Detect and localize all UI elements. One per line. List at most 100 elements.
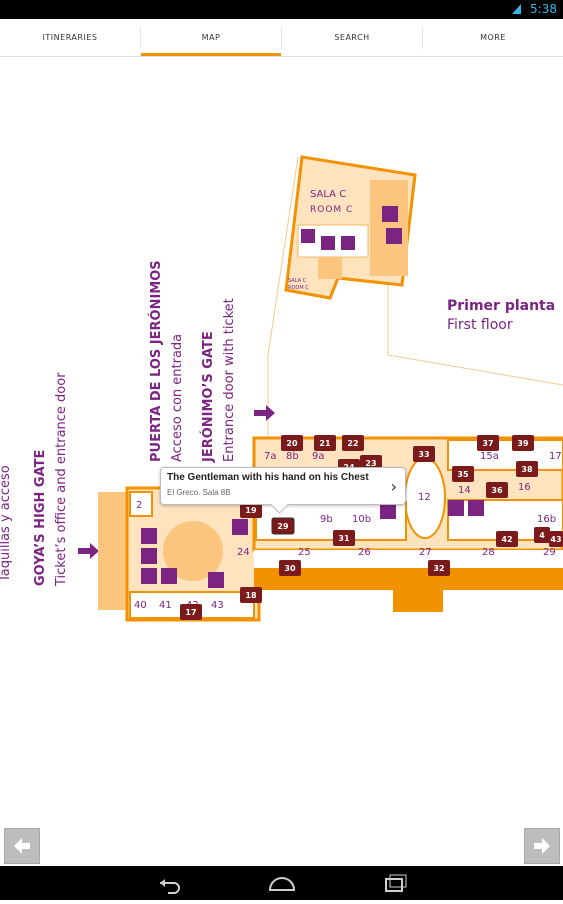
- jeronimos-gate-en: JERÓNIMO’S GATE: [200, 331, 216, 463]
- painting-marker-selected[interactable]: [271, 517, 295, 535]
- room-number: 25: [298, 547, 311, 558]
- room-number: 17: [549, 451, 562, 462]
- room-number: 28: [482, 547, 495, 558]
- painting-marker-label: 22: [347, 439, 358, 448]
- painting-marker-label: 36: [491, 486, 503, 495]
- home-icon[interactable]: [268, 877, 296, 891]
- room-number: 14: [458, 485, 471, 496]
- signal-icon: [512, 4, 521, 14]
- cloakroom-icon: [161, 568, 177, 584]
- painting-marker-label: 21: [319, 439, 331, 448]
- painting-marker[interactable]: [413, 446, 435, 462]
- entrance-arrow-icon: [254, 405, 275, 421]
- accessibility-icon: [141, 568, 157, 584]
- painting-marker[interactable]: [534, 527, 550, 543]
- stairs-icon: [208, 572, 224, 588]
- tab-map[interactable]: MAP: [141, 19, 281, 56]
- room-number: 10b: [352, 514, 371, 525]
- painting-title: The Gentleman with his hand on his Chest: [167, 472, 369, 483]
- info-icon: [341, 236, 355, 250]
- cloakroom-icon: [321, 236, 335, 250]
- painting-subtitle: El Greco. Sala 8B: [167, 488, 231, 497]
- sala-c-label: SALA C: [310, 189, 346, 200]
- tab-itineraries[interactable]: ITINERARIES: [42, 33, 98, 42]
- painting-marker[interactable]: [281, 435, 303, 451]
- painting-marker[interactable]: [516, 461, 538, 477]
- main-building[interactable]: [98, 436, 563, 622]
- room-number: 12: [418, 492, 431, 503]
- room-number: 8b: [286, 451, 299, 462]
- painting-marker[interactable]: [180, 604, 202, 620]
- room-number: 16b: [537, 514, 556, 525]
- painting-marker-label: 19: [245, 506, 257, 515]
- room-number: 26: [358, 547, 371, 558]
- painting-marker-label: 39: [517, 439, 529, 448]
- status-bar: 5:38: [0, 0, 563, 19]
- painting-marker-label: 4: [539, 531, 545, 540]
- painting-marker[interactable]: [452, 466, 474, 482]
- tab-more[interactable]: MORE: [480, 33, 506, 42]
- room-number: 29: [543, 547, 556, 558]
- goya-gate-en-sub: Ticket’s office and entrance door: [54, 372, 69, 587]
- painting-marker-label: 35: [457, 470, 469, 479]
- painting-marker[interactable]: [314, 435, 336, 451]
- sala-c-small: SALA C: [288, 278, 307, 284]
- painting-marker[interactable]: [486, 482, 508, 498]
- painting-marker[interactable]: [428, 560, 450, 576]
- painting-marker-label: 32: [433, 564, 444, 573]
- painting-marker-label: 20: [286, 439, 298, 448]
- painting-marker[interactable]: [240, 587, 262, 603]
- tab-divider: [281, 27, 282, 49]
- painting-marker[interactable]: [512, 435, 534, 451]
- room-number: 9b: [320, 514, 333, 525]
- accessibility-icon: [301, 229, 315, 243]
- back-arrowhead-icon: [160, 879, 165, 887]
- stairs-icon: [448, 500, 464, 516]
- floor-label-es: Primer planta: [447, 298, 555, 314]
- room-number: 24: [237, 547, 250, 558]
- restroom-icon: [141, 528, 157, 544]
- arrow-left-icon: [14, 838, 30, 854]
- sala-c-building[interactable]: [284, 155, 417, 300]
- room-number: 16: [518, 482, 531, 493]
- goya-gate-es: Taquillas y acceso: [0, 465, 13, 583]
- room-number: 41: [159, 600, 172, 611]
- painting-marker-label: 37: [482, 439, 493, 448]
- jeronimos-gate-es-sub: Acceso con entrada: [170, 334, 185, 462]
- room-c-small: ROOM C: [288, 285, 309, 291]
- room-number: 43: [211, 600, 224, 611]
- back-icon[interactable]: [160, 882, 180, 894]
- goya-gate-en: GOYA’S HIGH GATE: [33, 450, 48, 586]
- elevator-icon: [468, 500, 484, 516]
- next-button[interactable]: [524, 828, 560, 864]
- restroom-icon: [380, 503, 396, 519]
- painting-marker[interactable]: [477, 435, 499, 451]
- jeronimos-gate-es: PUERTA DE LOS JERÓNIMOS: [148, 260, 164, 462]
- painting-marker-label: 38: [521, 465, 533, 474]
- painting-tooltip[interactable]: The Gentleman with his hand on his Chest…: [160, 467, 406, 514]
- room-number: 7a: [264, 451, 277, 462]
- painting-marker[interactable]: [342, 435, 364, 451]
- entrance-arrow-icon: [78, 543, 99, 559]
- tab-divider: [422, 27, 423, 49]
- previous-button[interactable]: [4, 828, 40, 864]
- painting-marker[interactable]: [240, 502, 262, 518]
- recents-icon[interactable]: [385, 878, 403, 892]
- chevron-right-icon[interactable]: ›: [390, 477, 397, 496]
- restroom-icon: [141, 548, 157, 564]
- painting-marker-label: 17: [185, 608, 196, 617]
- painting-marker[interactable]: [279, 560, 301, 576]
- stairs-icon: [232, 519, 248, 535]
- tab-bar: ITINERARIES MAP SEARCH MORE: [0, 19, 563, 57]
- painting-marker[interactable]: [549, 531, 563, 547]
- painting-marker[interactable]: [333, 530, 355, 546]
- jeronimos-gate-en-sub: Entrance door with ticket: [222, 298, 237, 462]
- stairs-icon: [382, 206, 398, 222]
- restroom-icon: [386, 228, 402, 244]
- room-number: 2: [136, 500, 142, 511]
- tab-search[interactable]: SEARCH: [334, 33, 370, 42]
- arrow-right-icon: [534, 838, 550, 854]
- floor-label-en: First floor: [447, 317, 513, 333]
- painting-marker[interactable]: [496, 531, 518, 547]
